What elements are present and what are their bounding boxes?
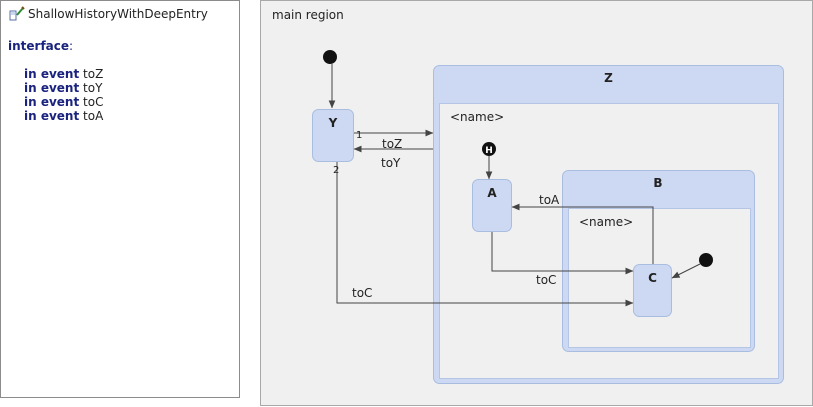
event-declaration: in event toA — [24, 109, 103, 123]
label-to-z: toZ — [382, 137, 402, 151]
initial-state-b[interactable] — [699, 253, 713, 267]
transition-c-to-a[interactable] — [511, 203, 654, 264]
label-to-y: toY — [381, 156, 401, 170]
event-name: toZ — [83, 67, 104, 81]
event-declaration: in event toC — [24, 95, 103, 109]
statechart-diagram: main region Z <name> B <name> Y A — [272, 8, 784, 384]
event-declaration: in event toZ — [24, 67, 103, 81]
interface-panel: ShallowHistoryWithDeepEntry interface: i… — [0, 0, 240, 398]
label-to-a: toA — [539, 193, 560, 207]
label-a-to-c: toC — [536, 273, 556, 287]
statechart-name: ShallowHistoryWithDeepEntry — [28, 7, 208, 21]
state-a-label: A — [487, 186, 497, 200]
state-y-label: Y — [328, 116, 338, 130]
event-keyword: in event — [24, 67, 80, 81]
priority-2: 2 — [333, 165, 339, 176]
interface-keyword: interface — [8, 39, 70, 53]
state-y[interactable]: Y — [312, 109, 354, 162]
transition-y-to-c[interactable] — [336, 162, 634, 307]
event-name: toA — [83, 109, 104, 123]
event-keyword: in event — [24, 109, 80, 123]
label-y-to-c: toC — [352, 286, 372, 300]
diagram-canvas[interactable]: main region Z <name> B <name> Y A — [260, 0, 813, 406]
event-keyword: in event — [24, 81, 80, 95]
state-z-label: Z — [604, 71, 613, 85]
shallow-history-state[interactable]: H — [482, 142, 496, 156]
event-name: toY — [83, 81, 103, 95]
region-name-b: <name> — [579, 215, 633, 229]
main-region-label: main region — [272, 8, 344, 22]
state-c-label: C — [648, 271, 657, 285]
state-b-label: B — [653, 176, 662, 190]
statechart-icon — [9, 6, 25, 21]
state-c[interactable]: C — [633, 264, 672, 317]
initial-state-main[interactable] — [323, 50, 337, 64]
event-name: toC — [83, 95, 104, 109]
event-keyword: in event — [24, 95, 80, 109]
region-name-z: <name> — [450, 110, 504, 124]
interface-heading: interface: — [8, 39, 73, 53]
transition-a-to-c[interactable] — [491, 232, 634, 275]
state-a[interactable]: A — [472, 179, 512, 232]
event-declaration: in event toY — [24, 81, 103, 95]
statechart-title[interactable]: ShallowHistoryWithDeepEntry — [9, 6, 208, 22]
priority-1: 1 — [356, 130, 362, 141]
initial-transition-b[interactable] — [671, 263, 701, 279]
event-list: in event toZ in event toY in event toC i… — [24, 67, 103, 123]
state-b[interactable]: B <name> — [562, 170, 755, 352]
interface-colon: : — [69, 39, 74, 53]
history-marker-label: H — [485, 146, 493, 156]
